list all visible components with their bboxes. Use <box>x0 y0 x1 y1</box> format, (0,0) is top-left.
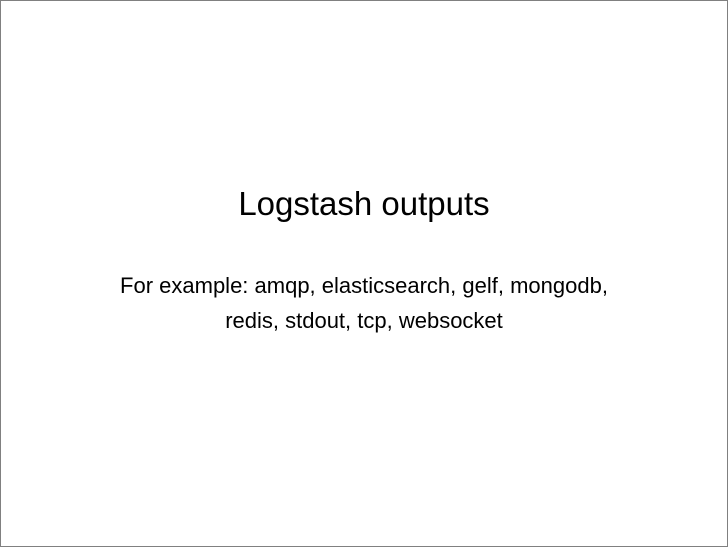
slide-body: For example: amqp, elasticsearch, gelf, … <box>1 268 727 338</box>
slide-title: Logstash outputs <box>238 185 490 222</box>
body-line-examples-continued: redis, stdout, tcp, websocket <box>225 308 503 333</box>
body-line-examples: For example: amqp, elasticsearch, gelf, … <box>120 273 608 298</box>
